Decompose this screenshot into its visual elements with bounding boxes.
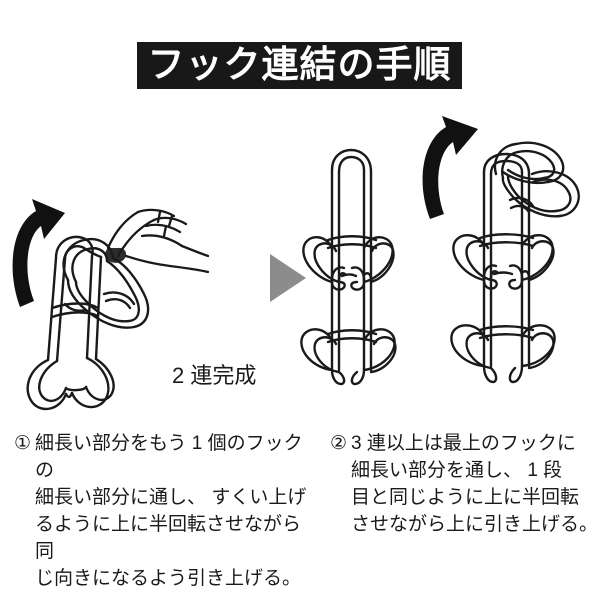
instructions-area: ① 細長い部分をもう 1 個のフックの 細長い部分に通し、 すくい上げ るように… <box>0 430 600 589</box>
step-arrow-icon <box>268 252 310 304</box>
two-linked-hooks-illustration <box>292 148 410 406</box>
title-banner: フック連結の手順 <box>137 42 462 89</box>
instruction-text-1: 細長い部分をもう 1 個のフックの 細長い部分に通し、 すくい上げ るように上に… <box>35 433 307 589</box>
instruction-marker-1: ① <box>14 433 32 454</box>
instruction-text-2: 3 連以上は最上のフックに 細長い部分を通し、 1 段 目と同じように上に半回転… <box>351 433 599 535</box>
instruction-item-1: ① 細長い部分をもう 1 個のフックの 細長い部分に通し、 すくい上げ るように… <box>14 430 314 592</box>
rotate-arrow-left-icon <box>10 195 72 313</box>
two-link-complete-caption: 2 連完成 <box>172 363 257 388</box>
three-linked-hooks-illustration <box>436 130 596 406</box>
page-title: フック連結の手順 <box>147 44 452 85</box>
rotate-arrow-right-icon <box>418 115 488 225</box>
hook-with-hand-illustration <box>8 190 210 420</box>
illustration-area: 2 連完成 <box>0 100 600 420</box>
instruction-item-2: ② 3 連以上は最上のフックに 細長い部分を通し、 1 段 目と同じように上に半… <box>330 430 600 538</box>
instruction-marker-2: ② <box>330 433 348 454</box>
